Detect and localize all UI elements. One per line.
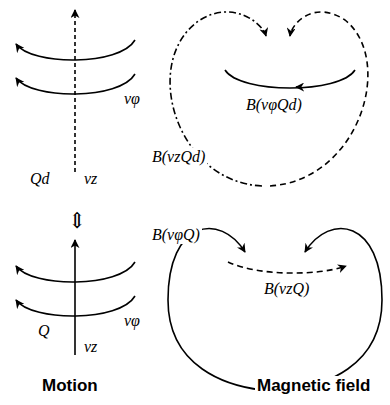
- physics-label: B(vzQd): [150, 148, 207, 166]
- physics-label: B(vφQd): [244, 96, 304, 114]
- physics-label: ⇕: [66, 208, 88, 233]
- physics-label: vφ: [122, 90, 142, 108]
- physics-label: Q: [36, 322, 52, 340]
- physics-label: B(vzQ): [262, 280, 311, 298]
- panel-heading: Motion: [40, 376, 100, 396]
- physics-label: B(vφQ): [150, 226, 202, 244]
- panel-heading: Magnetic field: [255, 376, 372, 396]
- physics-label: vz: [82, 338, 99, 356]
- physics-label: vz: [82, 170, 99, 188]
- physics-label: vφ: [122, 312, 142, 330]
- physics-label: Qd: [28, 170, 52, 188]
